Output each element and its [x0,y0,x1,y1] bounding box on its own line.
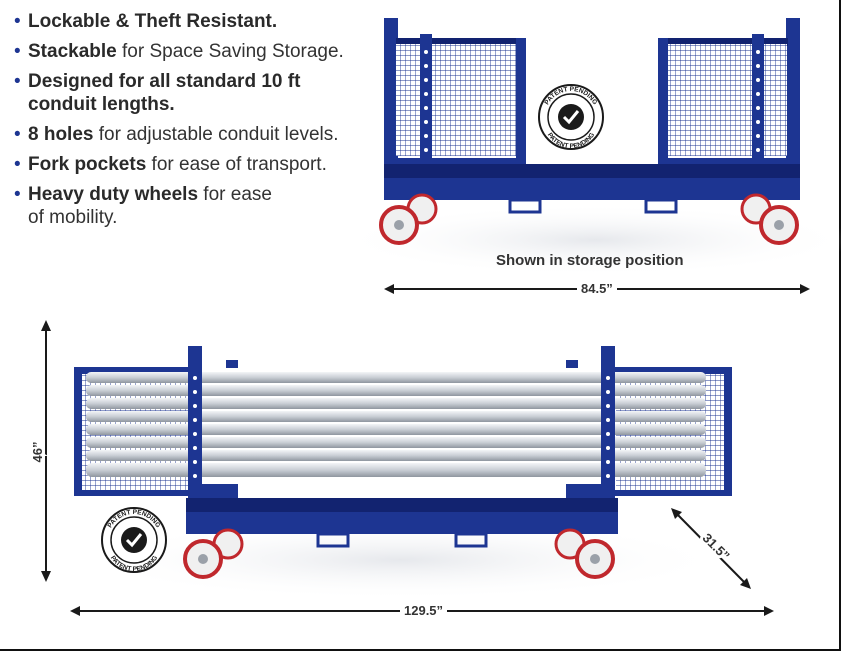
checkmark-icon [562,110,580,125]
storage-caption: Shown in storage position [496,252,684,269]
feature-item: Heavy duty wheels for ease of mobility. [14,183,278,229]
wheel [379,193,799,245]
length-label: 129.5” [400,603,448,618]
wheel [183,528,615,579]
patent-pending-badge: PATENT PENDING PATENT PENDING [538,84,604,150]
feature-item: Fork pockets for ease of transport. [14,153,354,176]
height-label: 46” [30,442,45,463]
feature-list: Lockable & Theft Resistant. Stackable fo… [14,10,354,236]
height-dimension-arrow [41,320,51,582]
storage-cart [335,18,843,276]
depth-dimension-arrow [671,508,751,589]
feature-item: Lockable & Theft Resistant. [14,10,354,33]
patent-pending-badge: PATENT PENDING PATENT PENDING [101,507,167,573]
feature-item: Stackable for Space Saving Storage. [14,40,354,63]
feature-item: 8 holes for adjustable conduit levels. [14,123,354,146]
conduit-bundle [86,372,706,477]
width-label: 84.5” [577,281,617,296]
loaded-cart [70,346,732,600]
feature-item: Designed for all standard 10 ft conduit … [14,70,318,116]
checkmark-icon [125,533,143,548]
